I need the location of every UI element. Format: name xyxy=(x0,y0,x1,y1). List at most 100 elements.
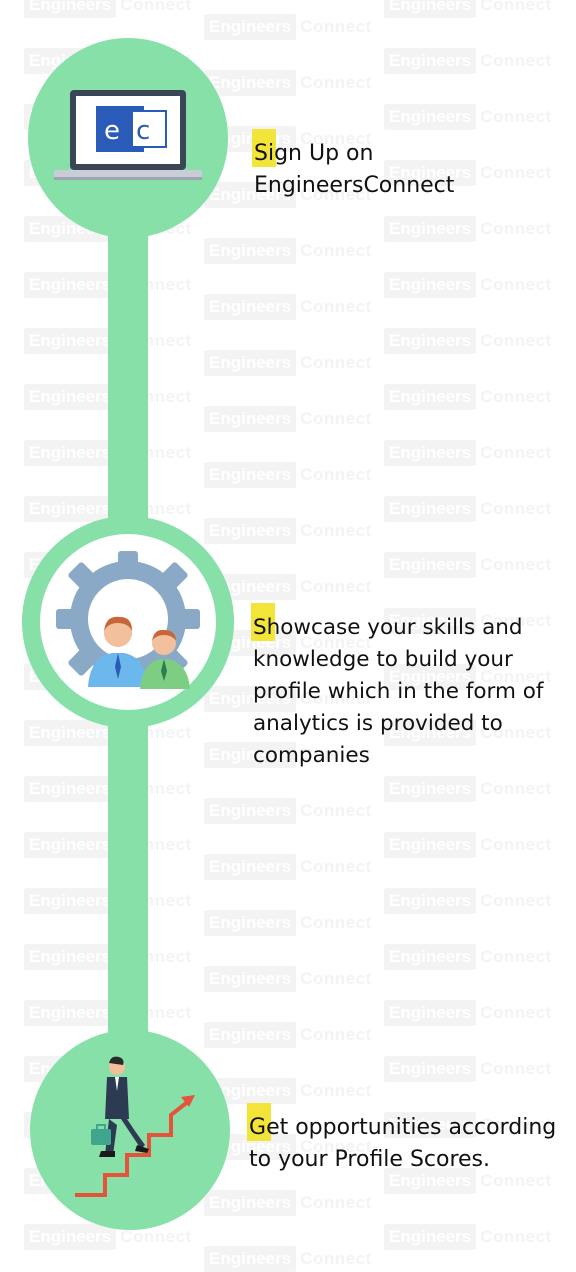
watermark-text: Connect xyxy=(300,241,372,260)
watermark-text: Connect xyxy=(480,1227,552,1246)
step-1-initial: S xyxy=(254,141,268,166)
watermark-text: Connect xyxy=(480,1003,552,1022)
watermark-text: Connect xyxy=(120,0,192,14)
watermark-box: Engineers xyxy=(204,966,297,992)
watermark-box: Engineers xyxy=(384,0,477,18)
watermark-box: Engineers xyxy=(384,496,477,522)
step-1-circle: e c xyxy=(28,38,228,238)
watermark-box: Engineers xyxy=(384,104,477,130)
watermark-text: Connect xyxy=(480,947,552,966)
watermark-box: Engineers xyxy=(384,216,477,242)
watermark-text: Connect xyxy=(300,1025,372,1044)
timeline-connector xyxy=(108,700,148,1060)
watermark-text: Connect xyxy=(480,891,552,910)
watermark-text: Connect xyxy=(480,275,552,294)
watermark-box: Engineers xyxy=(384,552,477,578)
watermark-box: Engineers xyxy=(204,1246,297,1272)
watermark-box: Engineers xyxy=(384,1000,477,1026)
watermark-text: Connect xyxy=(480,51,552,70)
watermark-text: Connect xyxy=(480,1059,552,1078)
watermark-box: Engineers xyxy=(384,328,477,354)
watermark-box: Engineers xyxy=(24,944,117,970)
watermark-text: Connect xyxy=(300,1249,372,1268)
watermark-box: Engineers xyxy=(204,798,297,824)
watermark-text: Connect xyxy=(300,353,372,372)
watermark-text: Connect xyxy=(480,0,552,14)
watermark-text: Connect xyxy=(300,969,372,988)
step-2-circle xyxy=(22,516,234,728)
watermark-box: Engineers xyxy=(384,1056,477,1082)
team-gear-icon xyxy=(56,551,200,689)
laptop-ec-logo-icon: e c xyxy=(54,90,202,180)
watermark-box: Engineers xyxy=(24,272,117,298)
watermark-box: Engineers xyxy=(24,384,117,410)
step-2-inner-circle xyxy=(40,534,216,710)
watermark-text: Connect xyxy=(300,73,372,92)
watermark-box: Engineers xyxy=(384,48,477,74)
businessman-climbing-stairs-icon xyxy=(75,1056,195,1197)
watermark-text: Connect xyxy=(300,913,372,932)
watermark-box: Engineers xyxy=(24,832,117,858)
watermark-box: Engineers xyxy=(204,910,297,936)
watermark-text: Connect xyxy=(300,409,372,428)
watermark-box: Engineers xyxy=(204,70,297,96)
step-3-circle xyxy=(30,1030,230,1230)
watermark-box: Engineers xyxy=(204,14,297,40)
step-3-initial: G xyxy=(249,1115,267,1140)
watermark-box: Engineers xyxy=(24,776,117,802)
watermark-text: Connect xyxy=(300,1081,372,1100)
watermark-text: Connect xyxy=(300,801,372,820)
watermark-text: Connect xyxy=(300,17,372,36)
watermark-box: Engineers xyxy=(384,440,477,466)
watermark-box: Engineers xyxy=(204,1190,297,1216)
watermark-box: Engineers xyxy=(384,888,477,914)
watermark-box: Engineers xyxy=(204,518,297,544)
step-1-body: ign Up on EngineersConnect xyxy=(254,141,455,198)
watermark-box: Engineers xyxy=(384,272,477,298)
watermark-box: Engineers xyxy=(24,888,117,914)
watermark-box: Engineers xyxy=(204,1022,297,1048)
svg-text:c: c xyxy=(136,116,150,146)
watermark-box: Engineers xyxy=(204,462,297,488)
timeline-connector xyxy=(108,205,148,545)
step-2-body: howcase your skills and knowledge to bui… xyxy=(253,615,544,768)
watermark-box: Engineers xyxy=(24,1000,117,1026)
watermark-box: Engineers xyxy=(204,350,297,376)
step-1-text: Sign Up on EngineersConnect xyxy=(254,138,554,202)
watermark-box: Engineers xyxy=(204,238,297,264)
watermark-text: Connect xyxy=(480,835,552,854)
watermark-text: Connect xyxy=(480,555,552,574)
step-3-text: Get opportunities according to your Prof… xyxy=(249,1112,569,1176)
watermark-text: Connect xyxy=(480,331,552,350)
watermark-text: Connect xyxy=(480,387,552,406)
watermark-box: Engineers xyxy=(384,1224,477,1250)
watermark-text: Connect xyxy=(300,577,372,596)
step-2-text: Showcase your skills and knowledge to bu… xyxy=(253,612,573,772)
